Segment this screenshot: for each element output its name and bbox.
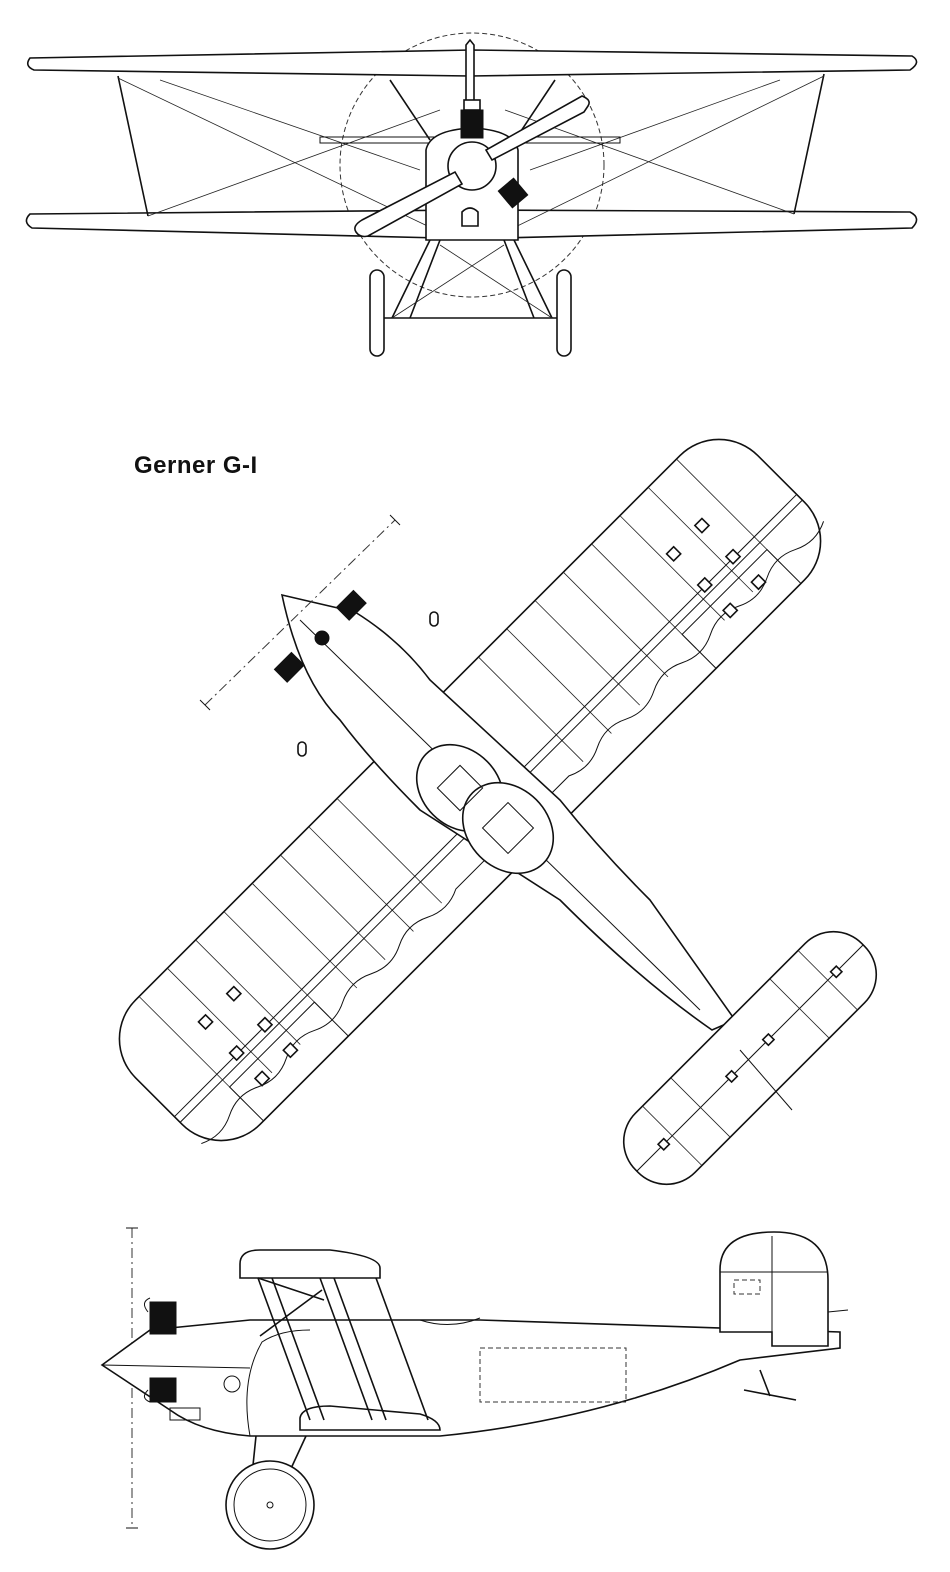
front-view	[25, 32, 918, 357]
lower-wing-side	[299, 1405, 441, 1431]
propeller-blade	[354, 170, 464, 238]
side-wheel	[225, 1460, 315, 1550]
aileron-left	[228, 1001, 350, 1122]
top-view	[118, 438, 878, 1186]
upper-wing-side	[239, 1249, 381, 1279]
engine-cylinder-top	[460, 109, 484, 139]
side-view	[100, 1227, 849, 1550]
cockpit-rear	[461, 781, 555, 875]
propeller-disc	[339, 32, 605, 298]
engine-cylinder-right	[497, 177, 529, 209]
aileron-right	[681, 548, 802, 670]
fuselage-side	[100, 1319, 841, 1437]
propeller-blade	[484, 95, 590, 162]
rudder	[719, 1231, 829, 1347]
aircraft-title: Gerner G-I	[134, 452, 258, 479]
right-wheel	[556, 269, 572, 357]
left-wheel	[369, 269, 385, 357]
